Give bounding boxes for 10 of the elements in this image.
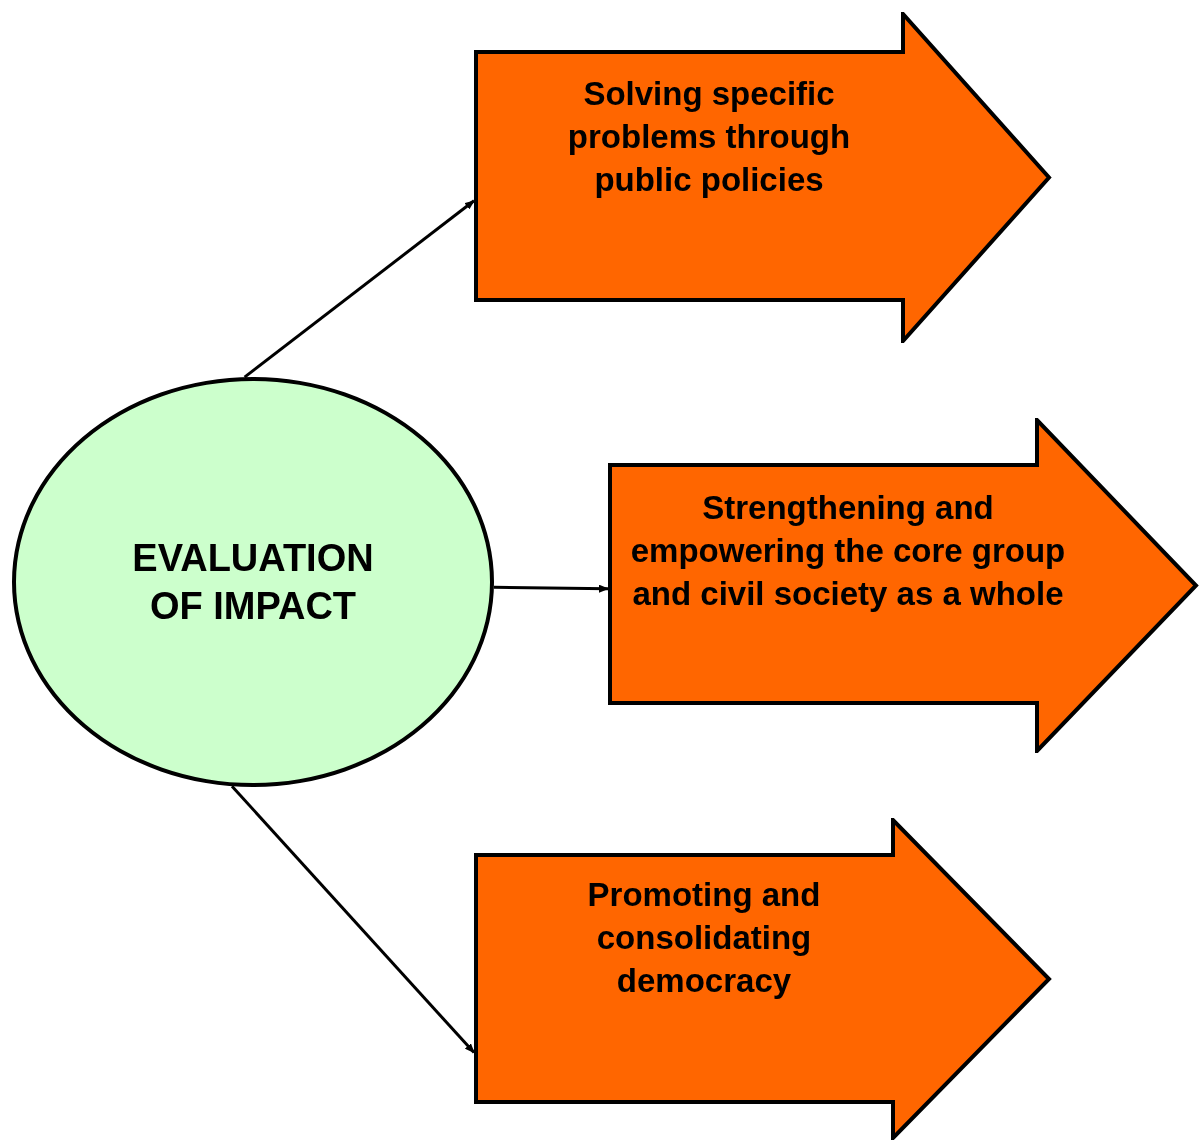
block-arrow [474,818,1052,1140]
block-arrow [474,12,1052,343]
block-arrow [608,418,1199,753]
node-text: Strengthening and empowering the core group and civil society as a whole [629,488,1067,614]
node-text: Solving specific problems through public policies [566,74,852,200]
arrow [493,584,609,593]
arrow [230,785,476,1054]
arrow [243,199,475,379]
node-text: EVALUATION OF IMPACT [131,536,375,629]
node-text: Promoting and consolidating democracy [586,875,822,1001]
